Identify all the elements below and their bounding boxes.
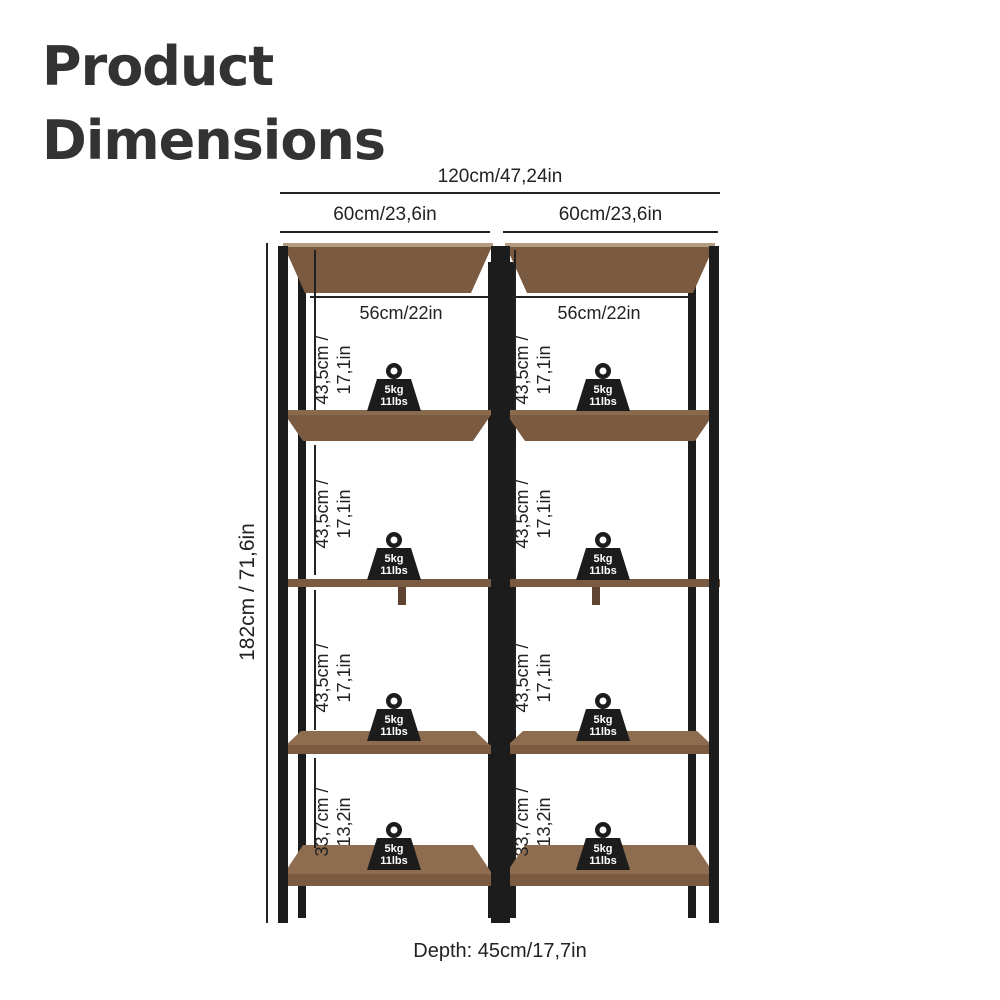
compartment-height-line: [314, 445, 316, 575]
weight-lbs: 11lbs: [589, 726, 617, 738]
shelf-4-edge: [505, 745, 715, 754]
compartment-2-height-left: 43,5cm /17,1in: [312, 479, 354, 549]
shelf-bracket: [398, 587, 406, 605]
weight-icon: 5kg 11lbs: [365, 692, 423, 742]
total-width-label: 120cm/47,24in: [437, 166, 563, 187]
shelf-2: [505, 412, 715, 441]
total-width-line: [280, 192, 720, 194]
compartment-height-line: [514, 445, 516, 575]
weight-kg: 5kg: [384, 714, 404, 726]
compartment-1-height-right: 43,5cm /17,1in: [512, 335, 554, 405]
compartment-1-height-left: 43,5cm /17,1in: [312, 335, 354, 405]
compartment-height-line: [514, 590, 516, 730]
weight-kg: 5kg: [593, 553, 613, 565]
shelf-top-edge: [283, 243, 493, 247]
right-unit-width-line: [503, 231, 718, 233]
frame-post-back: [508, 262, 516, 918]
weight-icon: 5kg 11lbs: [365, 821, 423, 871]
shelf-3: [502, 579, 720, 587]
measure-lines: [310, 250, 688, 848]
inner-width-line: [310, 296, 490, 298]
compartment-3-height-left: 43,5cm /17,1in: [312, 643, 354, 713]
compartment-4-height-left: 33,7cm /13,2in: [312, 787, 354, 857]
shelf-2-edge: [283, 410, 493, 415]
left-inner-width-label: 56cm/22in: [359, 303, 443, 323]
height-line: [266, 243, 268, 923]
inner-width-line: [510, 296, 688, 298]
weight-lbs: 11lbs: [589, 396, 617, 408]
compartment-height-line: [314, 590, 316, 730]
frame-post-front: [709, 246, 719, 923]
shelf-bottom-edge: [283, 874, 493, 886]
frame-post-front: [500, 246, 510, 923]
page-title: Product Dimensions: [42, 30, 386, 178]
weight-lbs: 11lbs: [380, 565, 408, 577]
weight-kg: 5kg: [384, 843, 404, 855]
compartment-height-line: [514, 250, 516, 410]
shelf-bracket: [592, 587, 600, 605]
compartment-height-line: [314, 250, 316, 410]
weight-icon: 5kg 11lbs: [574, 692, 632, 742]
weight-kg: 5kg: [593, 843, 613, 855]
weight-icon: 5kg 11lbs: [365, 531, 423, 581]
frame-front-posts: [278, 246, 719, 923]
compartment-4-height-right: 33,7cm /13,2in: [512, 787, 554, 857]
left-unit-width-line: [280, 231, 490, 233]
compartment-height-line: [514, 758, 516, 848]
compartment-height-line: [314, 758, 316, 848]
compartment-2-height-right: 43,5cm /17,1in: [512, 479, 554, 549]
shelf-top-edge: [505, 243, 715, 247]
shelf-2-edge: [505, 410, 715, 415]
weight-kg: 5kg: [384, 553, 404, 565]
frame-post-front: [491, 246, 501, 923]
shelf-bottom-edge: [505, 874, 715, 886]
frame-post-back: [298, 262, 306, 918]
weight-kg: 5kg: [593, 384, 613, 396]
weight-lbs: 11lbs: [380, 396, 408, 408]
shelf-top: [283, 244, 493, 293]
depth-label: Depth: 45cm/17,7in: [413, 940, 587, 962]
weight-lbs: 11lbs: [589, 565, 617, 577]
shelf-3: [278, 579, 496, 587]
weight-lbs: 11lbs: [380, 726, 408, 738]
shelf-top: [505, 244, 715, 293]
right-unit-width-label: 60cm/23,6in: [558, 204, 663, 225]
weight-icon: 5kg 11lbs: [574, 362, 632, 412]
shelf-2: [283, 412, 493, 441]
title-line-2: Dimensions: [42, 109, 386, 172]
weight-kg: 5kg: [384, 384, 404, 396]
right-inner-width-label: 56cm/22in: [557, 303, 641, 323]
weight-kg: 5kg: [593, 714, 613, 726]
left-unit-width-label: 60cm/23,6in: [333, 204, 437, 225]
compartment-3-height-right: 43,5cm /17,1in: [512, 643, 554, 713]
weight-icon: 5kg 11lbs: [365, 362, 423, 412]
frame-post-front: [278, 246, 288, 923]
title-line-1: Product: [42, 35, 274, 98]
weight-icon: 5kg 11lbs: [574, 821, 632, 871]
weight-lbs: 11lbs: [589, 855, 617, 867]
weight-icon: 5kg 11lbs: [574, 531, 632, 581]
weight-lbs: 11lbs: [380, 855, 408, 867]
frame-post-back: [688, 262, 696, 918]
shelf-4-edge: [283, 745, 493, 754]
